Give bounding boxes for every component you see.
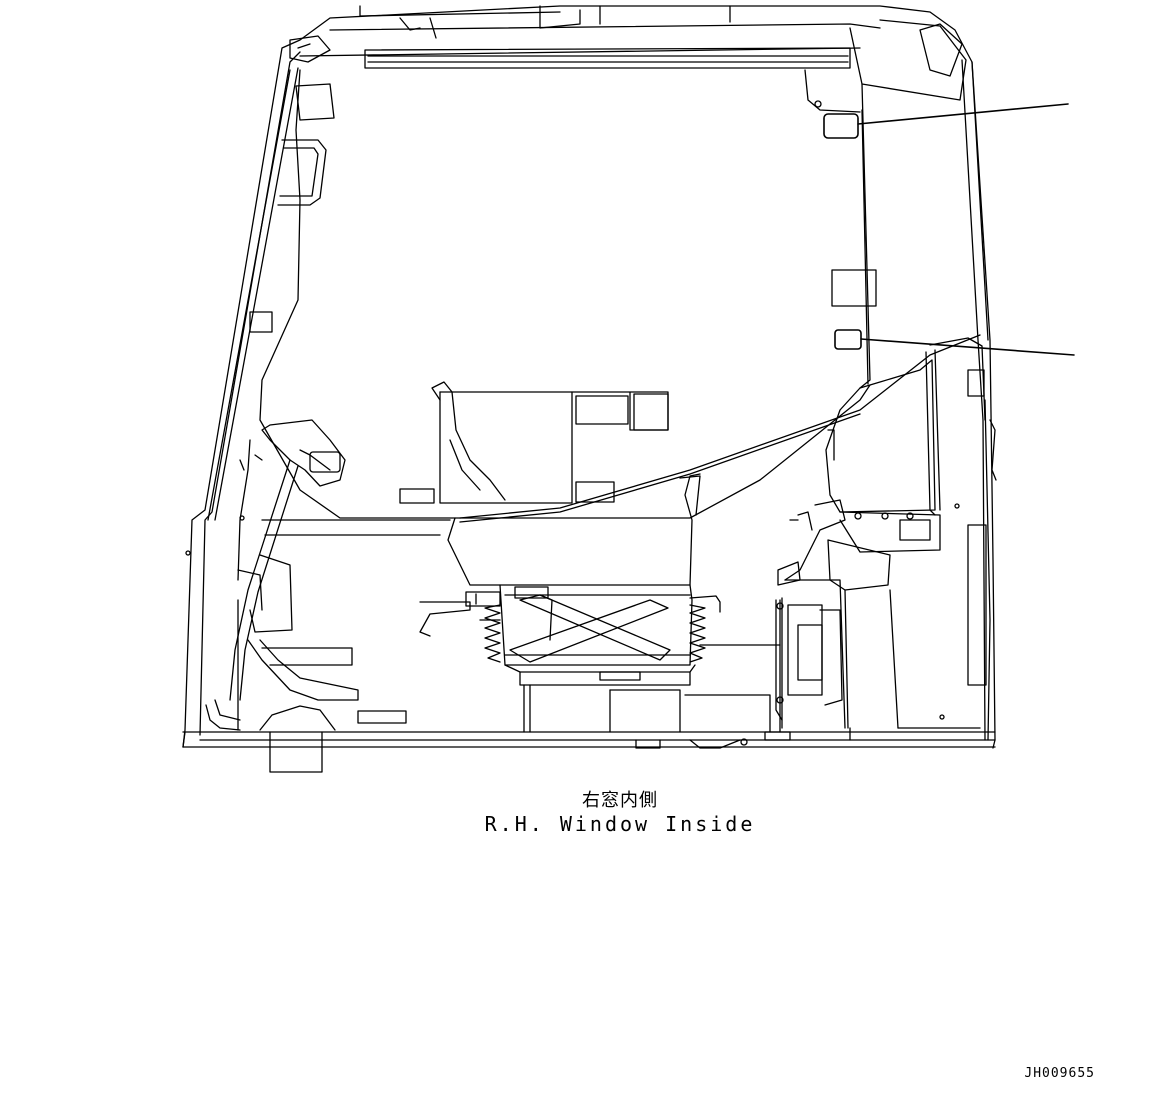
cab-frame (183, 6, 995, 748)
decal-label-lower (835, 330, 1074, 355)
left-console (186, 420, 450, 772)
operator-seat (420, 474, 720, 685)
right-control-box (776, 500, 898, 732)
drawing-number: JH009655 (1024, 1066, 1095, 1081)
caption-japanese: 右窓内側 (582, 790, 658, 811)
grab-handle (278, 140, 326, 205)
lower-frame-details (183, 728, 980, 747)
pillar-bracket (250, 84, 334, 332)
right-console (826, 338, 996, 719)
rear-panel (400, 382, 668, 503)
decal-label-upper (824, 104, 1068, 138)
caption-english: R.H. Window Inside (484, 812, 756, 836)
window-panel-block (832, 270, 876, 306)
seat-base (524, 645, 790, 748)
window-wall (260, 70, 980, 522)
